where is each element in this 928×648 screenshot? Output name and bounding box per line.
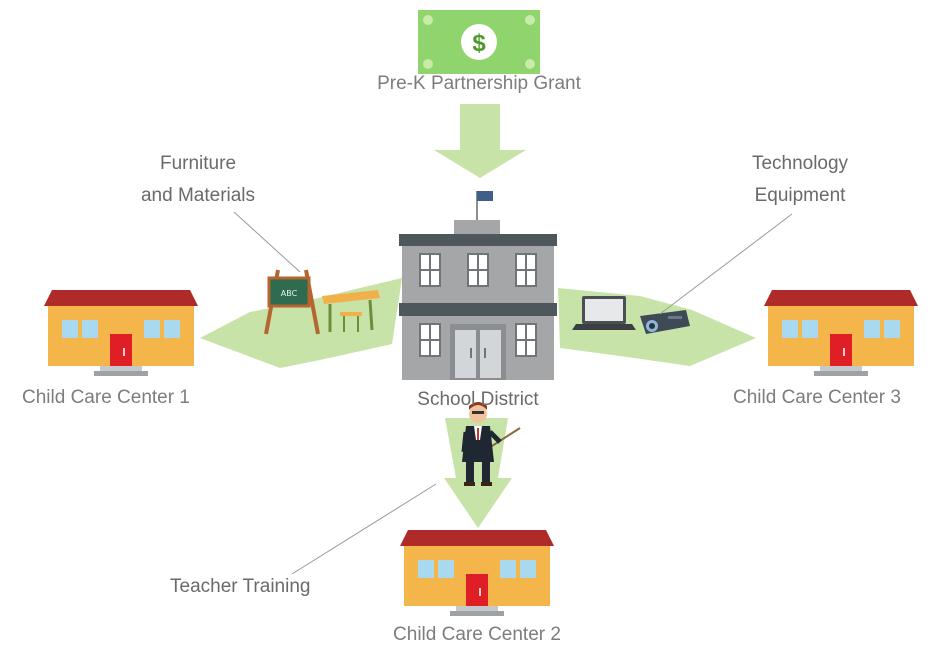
teacher-icon [461, 402, 521, 486]
leader-line-furniture [233, 211, 301, 273]
leader-line-training [291, 483, 437, 575]
center-3-building-icon [764, 290, 918, 376]
furniture-label-line2: and Materials [140, 185, 256, 206]
center-1-label: Child Care Center 1 [22, 387, 190, 408]
school-desk-icon [322, 290, 380, 332]
center-2-label: Child Care Center 2 [393, 624, 561, 645]
furniture-label-line1: Furniture [159, 153, 237, 174]
school-building-icon [399, 191, 557, 380]
technology-label-line2: Equipment [754, 185, 846, 206]
center-2-building-icon [400, 530, 554, 616]
center-1-building-icon [44, 290, 198, 376]
arrow-school-to-center-2 [444, 418, 512, 528]
laptop-icon [572, 296, 636, 330]
dollar-sign: $ [472, 30, 486, 57]
teacher-training-label: Teacher Training [170, 576, 311, 597]
center-3-label: Child Care Center 3 [733, 387, 901, 408]
technology-label-line1: Technology [751, 153, 849, 174]
projector-icon [640, 310, 690, 334]
chalkboard-easel-icon: ABC [264, 269, 320, 335]
arrow-grant-to-school [434, 104, 526, 178]
grant-label: Pre-K Partnership Grant [377, 73, 581, 94]
leader-line-technology [659, 213, 793, 315]
chalkboard-text: ABC [281, 289, 298, 298]
school-district-label: School District [417, 389, 539, 410]
money-bill-icon: $ [418, 10, 540, 74]
